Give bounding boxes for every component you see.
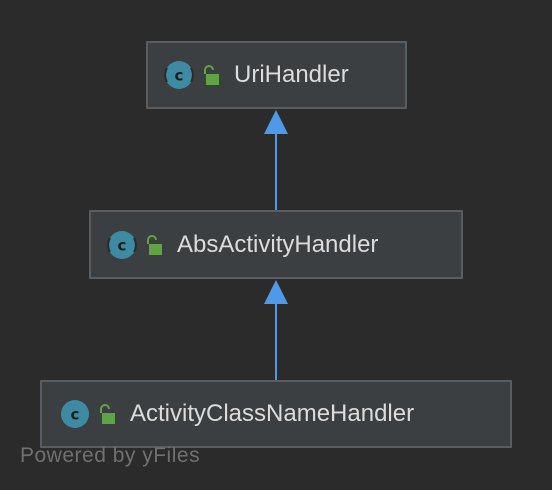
class-node-urihandler[interactable]: c UriHandler [146,41,407,109]
abstract-class-icon: c [164,61,194,89]
class-name: ActivityClassNameHandler [130,400,415,427]
node-icons: c [107,230,163,260]
node-icons: c [164,60,220,90]
node-icons: c [60,399,116,429]
abstract-class-icon: c [107,230,137,259]
unlocked-icon [147,234,162,255]
yfiles-watermark: Powered by yFiles [20,444,201,467]
svg-text:c: c [118,236,127,254]
class-node-absactivityhandler[interactable]: c AbsActivityHandler [89,210,463,279]
inheritance-arrowhead [264,280,288,304]
class-name: UriHandler [234,61,349,88]
svg-text:c: c [71,406,80,424]
unlocked-icon [100,404,115,424]
class-icon: c [61,400,89,428]
class-node-activityclassnamehandler[interactable]: c ActivityClassNameHandler [40,380,512,448]
inheritance-edge-absactivityhandler-urihandler [264,110,288,210]
inheritance-edge-activityclassnamehandler-absactivityhandler [264,280,288,380]
svg-text:c: c [175,67,184,85]
inheritance-arrowhead [264,110,288,134]
unlocked-icon [204,65,219,85]
class-name: AbsActivityHandler [177,230,379,258]
